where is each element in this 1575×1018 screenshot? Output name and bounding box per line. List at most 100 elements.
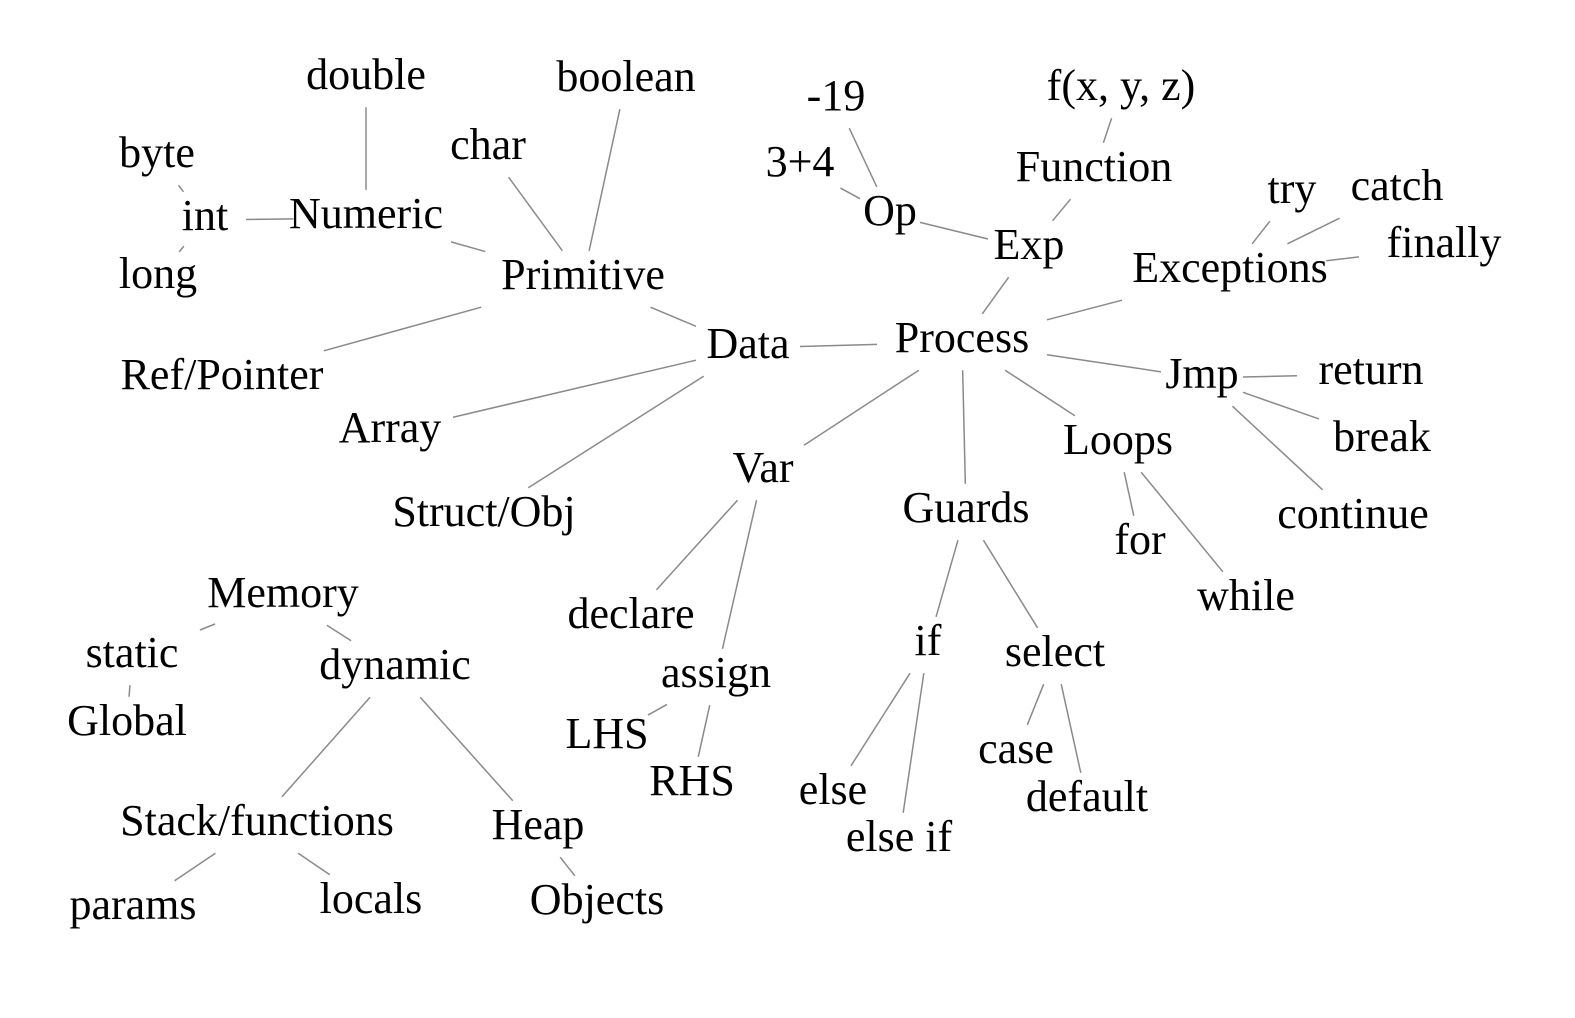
node-threeplus4: 3+4 bbox=[766, 137, 835, 186]
node-memory: Memory bbox=[207, 568, 359, 617]
node-function: Function bbox=[1016, 142, 1172, 191]
edge-exp-function bbox=[1051, 198, 1072, 222]
edge-dynamic-stack bbox=[281, 696, 371, 798]
edge-data-primitive bbox=[650, 306, 697, 327]
edge-static-global bbox=[128, 685, 131, 697]
node-neg19: -19 bbox=[807, 71, 866, 120]
edge-exceptions-finally bbox=[1326, 256, 1360, 262]
edge-layer bbox=[128, 107, 1360, 882]
edge-data-structobj bbox=[527, 375, 705, 489]
edge-process-var bbox=[803, 369, 920, 446]
edge-guards-if bbox=[935, 539, 959, 618]
edge-int-long bbox=[178, 245, 185, 253]
node-locals: locals bbox=[320, 874, 423, 923]
node-byte: byte bbox=[119, 128, 195, 177]
edge-process-exceptions bbox=[1046, 299, 1123, 321]
node-stack: Stack/functions bbox=[120, 796, 394, 845]
edge-exceptions-try bbox=[1251, 220, 1271, 245]
node-assign: assign bbox=[661, 648, 771, 697]
edge-stack-params bbox=[174, 852, 216, 882]
node-try: try bbox=[1268, 164, 1317, 213]
node-static: static bbox=[86, 628, 179, 677]
node-dynamic: dynamic bbox=[319, 640, 471, 689]
node-guards: Guards bbox=[902, 483, 1029, 532]
edge-if-else bbox=[850, 672, 911, 767]
edge-assign-lhs bbox=[647, 703, 668, 716]
edge-function-fxyz bbox=[1102, 117, 1113, 144]
node-numeric: Numeric bbox=[289, 189, 443, 238]
edge-memory-dynamic bbox=[326, 624, 352, 642]
edge-process-guards bbox=[961, 370, 967, 484]
node-default: default bbox=[1026, 772, 1148, 821]
node-primitive: Primitive bbox=[501, 250, 665, 299]
node-layer: Process Data Primitive Numeric int byte long do… bbox=[67, 50, 1501, 929]
node-jmp: Jmp bbox=[1165, 349, 1238, 398]
node-elseif: else if bbox=[846, 812, 953, 861]
node-else: else bbox=[799, 765, 867, 814]
edge-primitive-refpointer bbox=[323, 306, 482, 352]
edge-op-threeplus4 bbox=[840, 187, 861, 200]
node-case: case bbox=[978, 724, 1054, 773]
edge-process-jmp bbox=[1046, 354, 1162, 373]
edge-loops-while bbox=[1140, 471, 1224, 573]
node-finally: finally bbox=[1387, 218, 1502, 267]
edge-assign-rhs bbox=[697, 705, 711, 757]
edge-loops-for bbox=[1123, 472, 1135, 516]
node-array: Array bbox=[339, 403, 442, 452]
node-exceptions: Exceptions bbox=[1132, 243, 1328, 292]
node-select: select bbox=[1005, 627, 1105, 676]
edge-stack-locals bbox=[297, 852, 331, 876]
node-char: char bbox=[450, 120, 526, 169]
edge-jmp-break bbox=[1242, 391, 1320, 420]
edge-data-process bbox=[799, 343, 878, 348]
edge-dynamic-heap bbox=[419, 696, 514, 802]
node-heap: Heap bbox=[492, 800, 585, 849]
node-refpointer: Ref/Pointer bbox=[121, 350, 324, 399]
node-return: return bbox=[1318, 345, 1423, 394]
node-objects: Objects bbox=[530, 875, 664, 924]
node-params: params bbox=[69, 880, 196, 929]
node-double: double bbox=[306, 50, 426, 99]
node-process: Process bbox=[895, 313, 1029, 362]
edge-primitive-char bbox=[508, 176, 563, 252]
node-for: for bbox=[1114, 515, 1166, 564]
node-break: break bbox=[1333, 412, 1431, 461]
node-catch: catch bbox=[1351, 161, 1444, 210]
edge-select-default bbox=[1060, 684, 1082, 773]
edge-numeric-int bbox=[245, 218, 294, 221]
edge-process-loops bbox=[1004, 369, 1076, 417]
node-global: Global bbox=[67, 696, 187, 745]
node-var: Var bbox=[732, 443, 793, 492]
node-exp: Exp bbox=[994, 220, 1065, 269]
edge-heap-objects bbox=[559, 856, 576, 877]
edge-exceptions-catch bbox=[1287, 217, 1340, 245]
node-lhs: LHS bbox=[565, 709, 648, 758]
node-fxyz: f(x, y, z) bbox=[1047, 61, 1196, 110]
node-if: if bbox=[915, 616, 942, 665]
node-long: long bbox=[119, 249, 197, 298]
edge-jmp-return bbox=[1242, 375, 1298, 378]
edge-process-exp bbox=[981, 276, 1010, 315]
edge-memory-static bbox=[199, 623, 216, 631]
node-while: while bbox=[1197, 571, 1295, 620]
edge-op-neg19 bbox=[848, 127, 878, 188]
node-boolean: boolean bbox=[556, 52, 695, 101]
edge-guards-select bbox=[982, 539, 1039, 629]
edge-var-declare bbox=[655, 499, 739, 591]
node-int: int bbox=[182, 191, 228, 240]
node-declare: declare bbox=[568, 589, 695, 638]
edge-int-byte bbox=[177, 184, 185, 193]
node-data: Data bbox=[706, 319, 789, 368]
edge-primitive-numeric bbox=[450, 241, 486, 253]
edge-if-elseif bbox=[902, 673, 925, 813]
edge-var-assign bbox=[721, 500, 758, 649]
node-structobj: Struct/Obj bbox=[392, 487, 575, 536]
edge-select-case bbox=[1026, 683, 1045, 726]
node-continue: continue bbox=[1277, 489, 1429, 538]
node-rhs: RHS bbox=[649, 756, 735, 805]
node-loops: Loops bbox=[1063, 415, 1173, 464]
edge-jmp-continue bbox=[1231, 405, 1324, 491]
edge-data-array bbox=[452, 359, 697, 418]
edge-exp-op bbox=[919, 221, 989, 240]
